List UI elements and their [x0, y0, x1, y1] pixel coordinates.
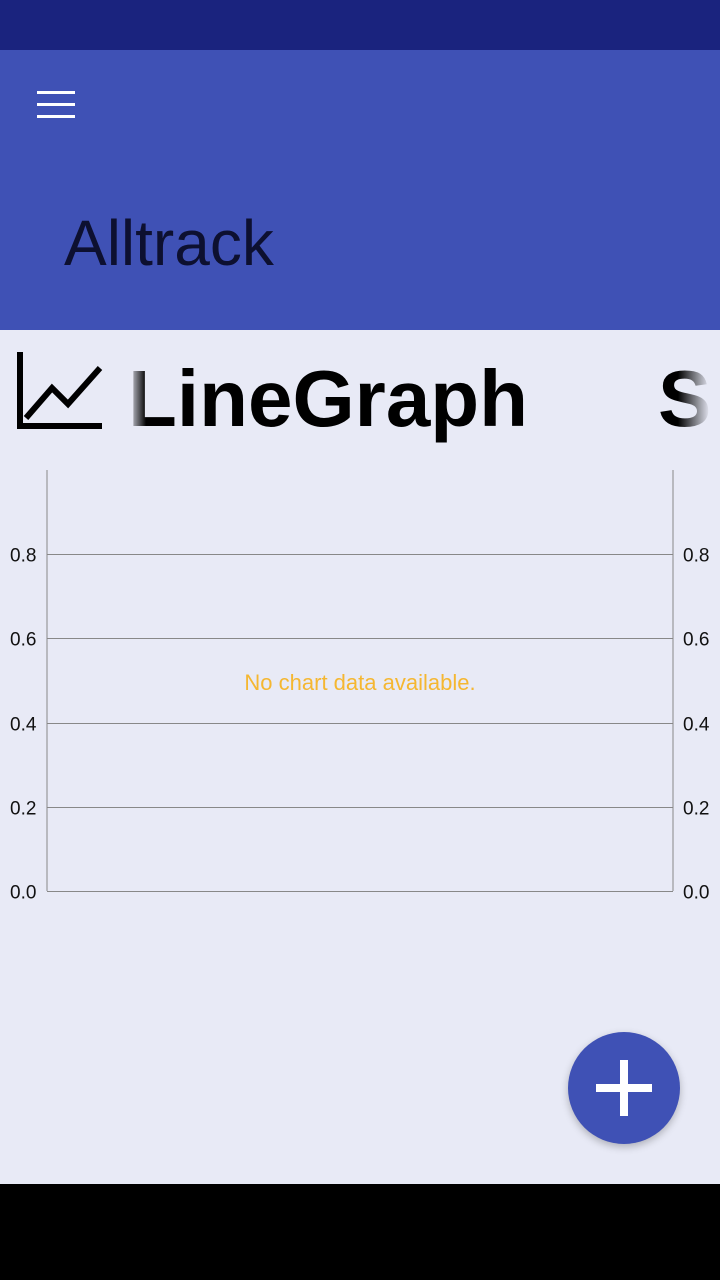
app-title: Alltrack: [64, 207, 274, 279]
tab-strip[interactable]: LineGraph S: [0, 330, 720, 460]
line-chart[interactable]: 0.0 0.0 0.2 0.2 0.4 0.4 0.6 0.6 0.8 0.8 No chart d…: [0, 460, 720, 920]
navigation-bar: [0, 1184, 720, 1280]
y-tick-label-right: 0.6: [683, 630, 709, 651]
menu-button[interactable]: [20, 80, 92, 130]
tab-label-linegraph[interactable]: LineGraph: [128, 354, 529, 443]
line-chart-icon: [17, 352, 103, 429]
add-button[interactable]: [568, 1032, 680, 1144]
y-tick-label-left: 0.2: [10, 799, 36, 820]
menu-icon: [37, 91, 75, 118]
no-data-message: No chart data available.: [244, 670, 475, 695]
tab-label-next[interactable]: S: [658, 354, 712, 443]
line-chart-canvas: 0.0 0.0 0.2 0.2 0.4 0.4 0.6 0.6 0.8 0.8 No chart d…: [10, 470, 710, 904]
y-tick-label-right: 0.4: [683, 715, 710, 736]
plus-icon: [596, 1060, 652, 1116]
y-tick-label-left: 0.4: [10, 715, 37, 736]
y-tick-label-right: 0.0: [683, 883, 709, 904]
y-tick-label-left: 0.8: [10, 546, 36, 567]
y-tick-label-left: 0.0: [10, 883, 36, 904]
status-bar: [0, 0, 720, 50]
tab-linegraph[interactable]: [14, 348, 106, 432]
app-bar: Alltrack: [0, 50, 720, 330]
y-tick-label-right: 0.2: [683, 799, 709, 820]
y-tick-label-left: 0.6: [10, 630, 36, 651]
y-tick-label-right: 0.8: [683, 546, 709, 567]
